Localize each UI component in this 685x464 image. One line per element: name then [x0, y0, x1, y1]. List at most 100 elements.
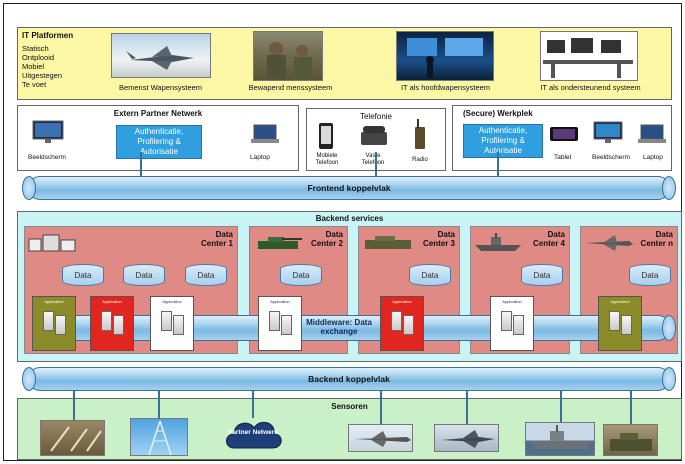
ship-icon [475, 233, 521, 251]
data-store: Data [280, 264, 322, 286]
device-label: Radio [412, 157, 428, 163]
drone-photo [348, 424, 413, 452]
tube-cap [22, 367, 36, 391]
application-label: Application [502, 299, 522, 304]
application-label: Application [270, 299, 290, 304]
aircraft-icon [585, 235, 633, 251]
datacenter-label: Data Center 4 [532, 230, 565, 248]
device-label: Vaste Telefoon [361, 153, 385, 166]
ground-vehicle-photo [603, 424, 658, 456]
data-store: Data [521, 264, 563, 286]
tube-cap [662, 176, 676, 200]
tube-cap [22, 176, 36, 200]
armored-vehicle-icon [610, 433, 652, 451]
platform-item: Ontplooid [22, 53, 55, 62]
platform-item: Te voet [22, 80, 47, 89]
datacenter-label: Data Center 3 [422, 230, 455, 248]
frontend-label: Frontend koppelvlak [307, 183, 391, 193]
fighter-jet-icon [441, 430, 495, 448]
device-label: Mobiele Telefoon [315, 153, 339, 166]
partner-network-label: Partner Netwerk [228, 429, 278, 436]
laptop-icon [251, 124, 279, 143]
extern-partner-box: Extern Partner Netwerk Beeldscherm Authe… [17, 105, 299, 171]
office-photo [540, 31, 638, 81]
server-icon [43, 311, 54, 331]
laptop-icon [638, 124, 666, 143]
device-label: Laptop [250, 154, 270, 161]
data-store: Data [409, 264, 451, 286]
application-label: Application [392, 299, 412, 304]
werkplek-box: (Secure) Werkplek Authenticatie, Profile… [452, 105, 672, 171]
application-box: Application [490, 296, 534, 351]
backend-koppelvlak-label: Backend koppelvlak [308, 374, 390, 384]
application-box: Application [32, 296, 76, 351]
soldier-photo [253, 31, 323, 81]
connector-line [140, 152, 142, 176]
connector-line [630, 390, 632, 424]
middleware-label: Middleware: Data exchange [306, 318, 372, 336]
application-box: Application [258, 296, 302, 351]
monitor-icon [593, 121, 623, 143]
server-icon [609, 311, 620, 331]
data-store: Data [62, 264, 104, 286]
tablet-icon [550, 127, 578, 141]
office-computers-icon [543, 38, 633, 78]
platform-item: Mobiel [22, 62, 45, 71]
fighter-jet-icon [126, 46, 194, 70]
mobile-phone-icon [319, 123, 333, 149]
application-box: Application [380, 296, 424, 351]
server-icon [161, 311, 172, 331]
connector-line [375, 152, 377, 176]
platform-item: Statisch [22, 44, 49, 53]
application-box: Application [150, 296, 194, 351]
frontend-koppelvlak [28, 176, 670, 200]
application-label: Application [102, 299, 122, 304]
platform-item: Uitgestegen [22, 71, 63, 80]
server-icon [403, 315, 414, 335]
radio-tower-photo [130, 418, 188, 456]
datacenter-label: Data Center 1 [200, 230, 233, 248]
platform-caption: IT als hoofdwapensysteem [400, 83, 491, 92]
fighter-jet-photo [111, 33, 211, 78]
datacenter-label: Data Center n [640, 230, 673, 248]
monitor-icon [32, 120, 64, 143]
desk-phone-icon [361, 126, 387, 145]
werkplek-auth-box: Authenticatie, Profilering & Autorisatie [463, 124, 543, 158]
extern-auth-box: Authenticatie, Profilering & Autorisatie [116, 125, 202, 159]
datacenter-label: Data Center 2 [310, 230, 343, 248]
radio-tower-icon [148, 420, 172, 455]
device-label: Laptop [643, 154, 663, 161]
device-label: Beeldscherm [28, 154, 66, 161]
antenna-icon [50, 426, 102, 452]
command-screen-icon [407, 38, 483, 78]
connector-line [73, 390, 75, 422]
platform-caption: IT als ondersteunend systeem [540, 83, 641, 92]
application-label: Application [610, 299, 630, 304]
platforms-item-list: Statisch Ontplooid Mobiel Uitgestegen Te… [22, 44, 62, 89]
data-store: Data [185, 264, 227, 286]
middleware-tube [40, 315, 670, 341]
platforms-title: IT Platformen [22, 31, 74, 40]
telefonie-box: Telefonie Mobiele Telefoon Vaste Telefoo… [306, 108, 446, 171]
tank-icon [258, 237, 302, 249]
connector-line [380, 390, 382, 424]
connector-line [497, 152, 499, 176]
backend-koppelvlak [28, 367, 670, 391]
data-store: Data [629, 264, 671, 286]
platforms-tier: IT Platformen Statisch Ontplooid Mobiel … [17, 27, 672, 100]
server-icon [513, 315, 524, 335]
partner-network-cloud-icon [226, 421, 282, 449]
tube-cap [662, 315, 676, 341]
command-center-photo [396, 31, 494, 81]
device-label: Beeldscherm [592, 154, 630, 161]
drone-icon [355, 431, 411, 447]
telefonie-title: Telefonie [359, 112, 393, 121]
tube-cap [662, 367, 676, 391]
warship-icon [530, 425, 592, 449]
server-icon [55, 315, 66, 335]
application-label: Application [44, 299, 64, 304]
server-icon [391, 311, 402, 331]
application-label: Application [162, 299, 182, 304]
data-store: Data [123, 264, 165, 286]
server-icon [501, 311, 512, 331]
